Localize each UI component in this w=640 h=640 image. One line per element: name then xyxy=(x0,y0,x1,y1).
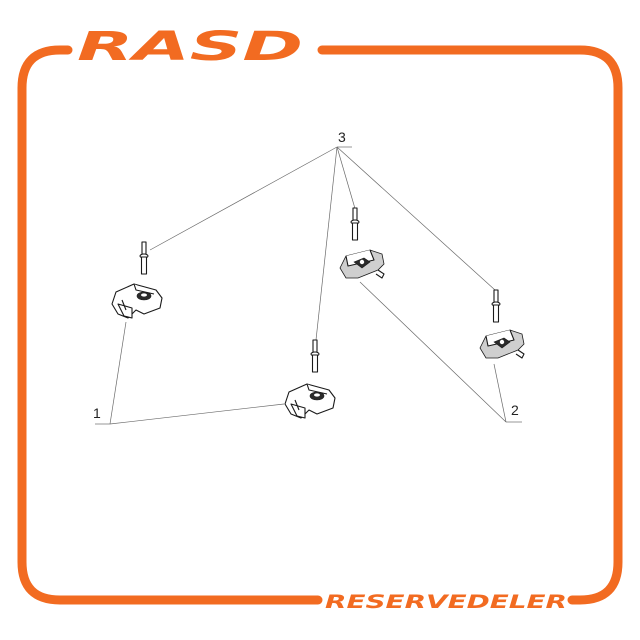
rivet-c xyxy=(350,207,360,241)
leader-1-to-bracket-a xyxy=(109,321,127,425)
leader-3-to-rivet-c xyxy=(336,146,357,213)
bracket-a xyxy=(111,283,163,319)
brand-frame xyxy=(17,45,623,605)
leader-1-to-bracket-b xyxy=(109,403,285,425)
leader-2-to-clip-a xyxy=(359,281,507,423)
rivet-a xyxy=(139,241,149,275)
leader-3-to-rivet-b xyxy=(315,146,338,341)
clip-b xyxy=(479,329,525,359)
callout-1: 1 xyxy=(93,405,101,421)
leader-3-to-rivet-d xyxy=(336,146,496,291)
brand-logo: RASD xyxy=(77,24,303,70)
callout-2: 2 xyxy=(511,402,519,418)
rivet-b xyxy=(310,339,320,373)
rivet-d xyxy=(491,289,501,323)
logo-text: RASD xyxy=(77,24,303,70)
tagline-text: RESERVEDELER xyxy=(325,591,567,613)
callout-3: 3 xyxy=(338,129,346,145)
leader-3-to-rivet-a xyxy=(149,146,338,251)
leader-lines xyxy=(95,146,522,425)
clip-a xyxy=(339,249,385,279)
brand-tagline: RESERVEDELER xyxy=(325,591,567,613)
leader-2-to-clip-b xyxy=(493,363,507,423)
frame-top-right xyxy=(317,45,623,605)
bracket-b xyxy=(284,383,336,419)
frame-top-left xyxy=(17,45,323,605)
